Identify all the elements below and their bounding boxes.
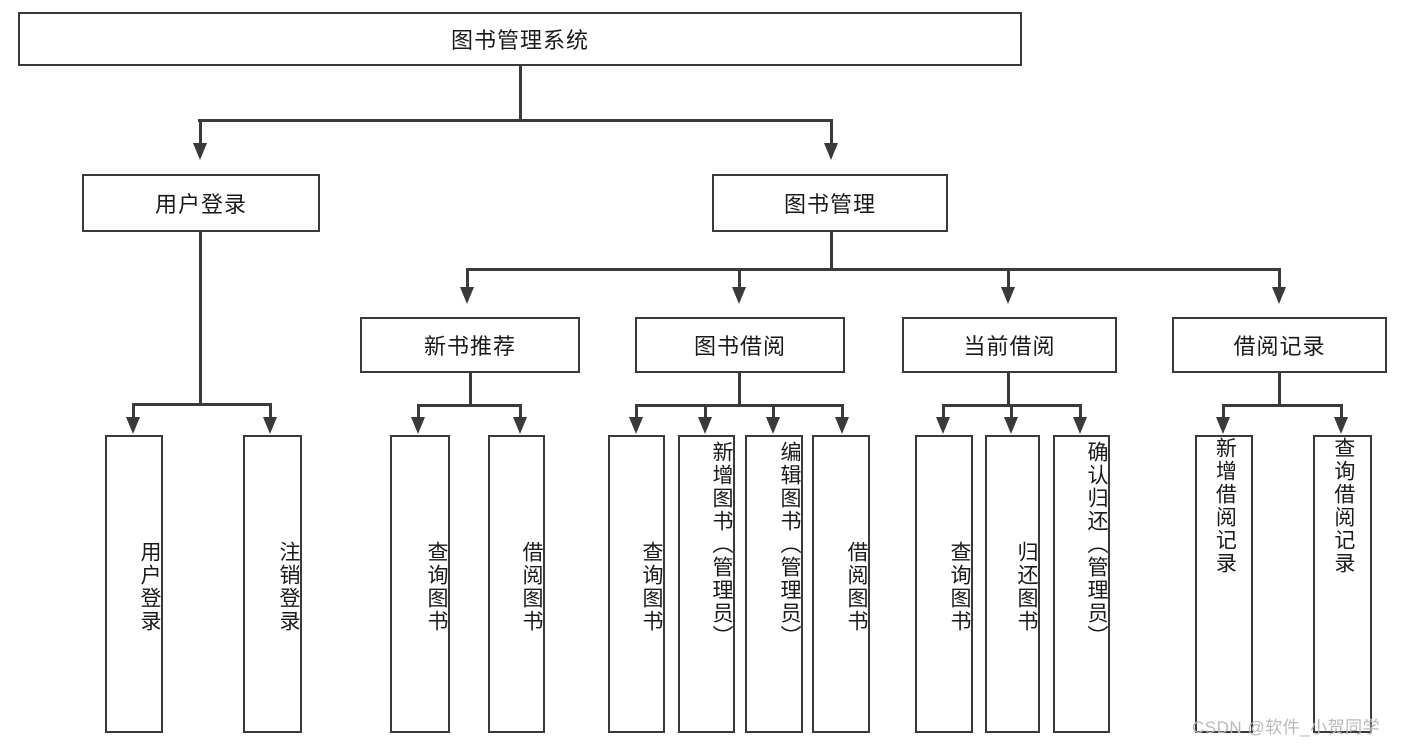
arrowhead-root-to-book-manage [824,143,838,160]
arrowhead-user-login-to-leaf2 [263,417,277,434]
arrowhead-borrow-records-to-leaf1 [1216,417,1230,434]
arrowhead-new-book-to-leaf2 [513,417,527,434]
arrowhead-current-borrow-to-leaf1 [936,417,950,434]
edge-current-borrow-to-leaf1 [942,404,945,418]
arrowhead-book-borrow-to-leaf1 [629,417,643,434]
leaf-return-book-label: 归还图书 [1015,541,1038,633]
edge-book-manage-to-current [1007,268,1010,288]
node-user-login-label: 用户登录 [154,192,247,217]
edge-borrow-records-down [1278,373,1281,405]
edge-current-borrow-down [1007,373,1010,405]
edge-root-bar [198,119,833,122]
leaf-edit-book-admin[interactable]: 编辑图书（管理员） [745,435,803,733]
leaf-edit-book-admin-label: 编辑图书（管理员） [778,441,801,648]
leaf-query-borrow-record[interactable]: 查询借阅记录 [1313,435,1372,733]
node-book-borrow-label: 图书借阅 [693,334,786,359]
leaf-logout-label: 注销登录 [277,541,300,633]
leaf-borrow-book-2-label: 借阅图书 [845,541,868,633]
leaf-user-login[interactable]: 用户登录 [105,435,163,733]
leaf-query-book-1[interactable]: 查询图书 [390,435,450,733]
leaf-confirm-return-admin-label: 确认归还（管理员） [1085,441,1108,648]
arrowhead-borrow-records-to-leaf2 [1334,417,1348,434]
edge-new-book-bar [417,404,522,407]
arrowhead-book-borrow-to-leaf3 [766,417,780,434]
edge-user-login-down [199,232,202,404]
edge-book-manage-bar [466,268,1281,271]
edge-current-borrow-to-leaf3 [1079,404,1082,418]
arrowhead-book-manage-to-borrow [732,287,746,304]
edge-current-borrow-to-leaf2 [1010,404,1013,418]
node-borrow-records[interactable]: 借阅记录 [1172,317,1387,373]
leaf-add-borrow-record-label: 新增借阅记录 [1213,437,1237,575]
leaf-borrow-book-1-label: 借阅图书 [520,541,543,633]
leaf-borrow-book-2[interactable]: 借阅图书 [812,435,870,733]
edge-book-borrow-bar [635,404,843,407]
arrowhead-current-borrow-to-leaf2 [1004,417,1018,434]
edge-book-manage-to-new-books [466,268,469,288]
edge-book-manage-down [830,232,833,270]
edge-new-book-to-leaf2 [519,404,522,418]
node-current-borrow-label: 当前借阅 [963,334,1056,359]
edge-book-manage-to-borrow [738,268,741,288]
arrowhead-new-book-to-leaf1 [411,417,425,434]
edge-book-borrow-to-leaf1 [635,404,638,418]
leaf-query-book-2-label: 查询图书 [640,541,663,633]
edge-root-to-book-manage [830,119,833,144]
leaf-add-book-admin-label: 新增图书（管理员） [710,441,733,648]
edge-borrow-records-to-leaf2 [1340,404,1343,418]
edge-book-borrow-to-leaf3 [772,404,775,418]
edge-user-login-bar [132,403,269,406]
leaf-return-book[interactable]: 归还图书 [985,435,1040,733]
leaf-logout[interactable]: 注销登录 [243,435,302,733]
edge-book-borrow-to-leaf4 [841,404,844,418]
leaf-query-borrow-record-label: 查询借阅记录 [1331,437,1355,575]
edge-root-to-user-login [199,119,202,144]
edge-user-login-to-leaf1 [132,403,135,418]
arrowhead-book-manage-to-records [1272,287,1286,304]
leaf-query-book-2[interactable]: 查询图书 [608,435,665,733]
edge-book-manage-to-records [1278,268,1281,288]
edge-book-borrow-down [738,373,741,405]
edge-borrow-records-bar [1222,404,1342,407]
node-root-label: 图书管理系统 [450,28,589,53]
edge-new-book-to-leaf1 [417,404,420,418]
leaf-add-borrow-record[interactable]: 新增借阅记录 [1195,435,1253,733]
node-root[interactable]: 图书管理系统 [18,12,1022,66]
arrowhead-book-borrow-to-leaf2 [698,417,712,434]
arrowhead-root-to-user-login [193,143,207,160]
node-new-book-recommend-label: 新书推荐 [423,334,516,359]
leaf-user-login-label: 用户登录 [138,541,161,633]
arrowhead-current-borrow-to-leaf3 [1073,417,1087,434]
leaf-borrow-book-1[interactable]: 借阅图书 [488,435,545,733]
arrowhead-book-manage-to-current [1001,287,1015,304]
leaf-query-book-1-label: 查询图书 [425,541,448,633]
leaf-query-book-3-label: 查询图书 [948,541,971,633]
arrowhead-book-borrow-to-leaf4 [835,417,849,434]
leaf-confirm-return-admin[interactable]: 确认归还（管理员） [1053,435,1110,733]
edge-root-down [519,66,522,120]
leaf-query-book-3[interactable]: 查询图书 [915,435,973,733]
node-new-book-recommend[interactable]: 新书推荐 [360,317,580,373]
arrowhead-book-manage-to-new-books [460,287,474,304]
node-current-borrow[interactable]: 当前借阅 [902,317,1117,373]
edge-new-book-down [469,373,472,405]
edge-borrow-records-to-leaf1 [1222,404,1225,418]
edge-book-borrow-to-leaf2 [704,404,707,418]
leaf-add-book-admin[interactable]: 新增图书（管理员） [678,435,735,733]
node-book-borrow[interactable]: 图书借阅 [635,317,845,373]
node-borrow-records-label: 借阅记录 [1233,334,1326,359]
node-book-manage-label: 图书管理 [783,192,876,217]
arrowhead-user-login-to-leaf1 [126,417,140,434]
node-user-login[interactable]: 用户登录 [82,174,320,232]
node-book-manage[interactable]: 图书管理 [712,174,948,232]
edge-user-login-to-leaf2 [269,403,272,418]
